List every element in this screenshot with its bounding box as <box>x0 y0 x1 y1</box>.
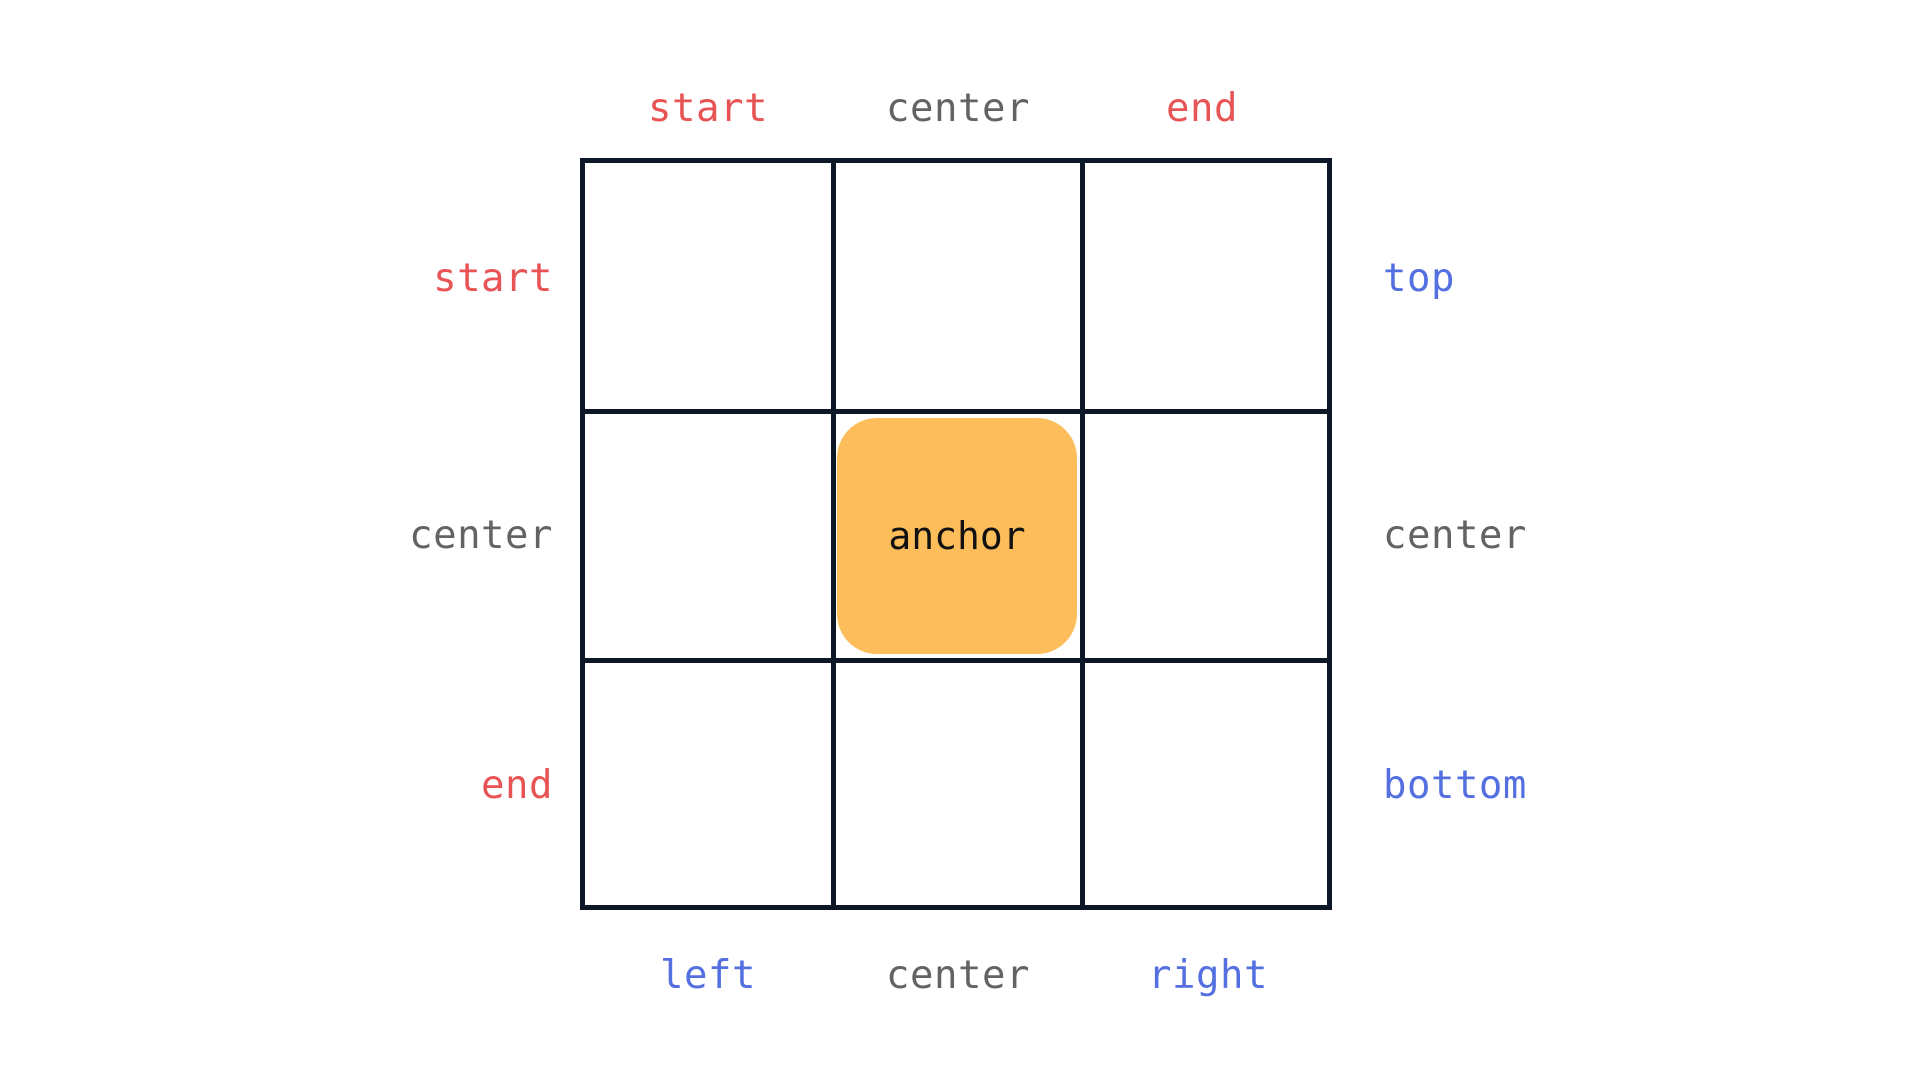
bottom-label-center: center <box>886 953 1030 998</box>
position-grid <box>580 158 1332 910</box>
anchor-label: anchor <box>888 514 1026 558</box>
top-label-center: center <box>886 86 1030 131</box>
grid-divider-vertical <box>831 163 836 905</box>
left-label-center: center <box>409 513 553 558</box>
bottom-label-right: right <box>1148 953 1268 998</box>
bottom-label-left: left <box>660 953 756 998</box>
right-label-bottom: bottom <box>1383 763 1527 808</box>
right-label-center: center <box>1383 513 1527 558</box>
grid-divider-vertical <box>1080 163 1085 905</box>
left-label-start: start <box>433 256 553 301</box>
grid-divider-horizontal <box>585 658 1327 663</box>
right-label-top: top <box>1383 256 1455 301</box>
left-label-end: end <box>481 763 553 808</box>
top-label-end: end <box>1166 86 1238 131</box>
anchor-box: anchor <box>837 418 1077 654</box>
top-label-start: start <box>648 86 768 131</box>
grid-divider-horizontal <box>585 409 1327 414</box>
